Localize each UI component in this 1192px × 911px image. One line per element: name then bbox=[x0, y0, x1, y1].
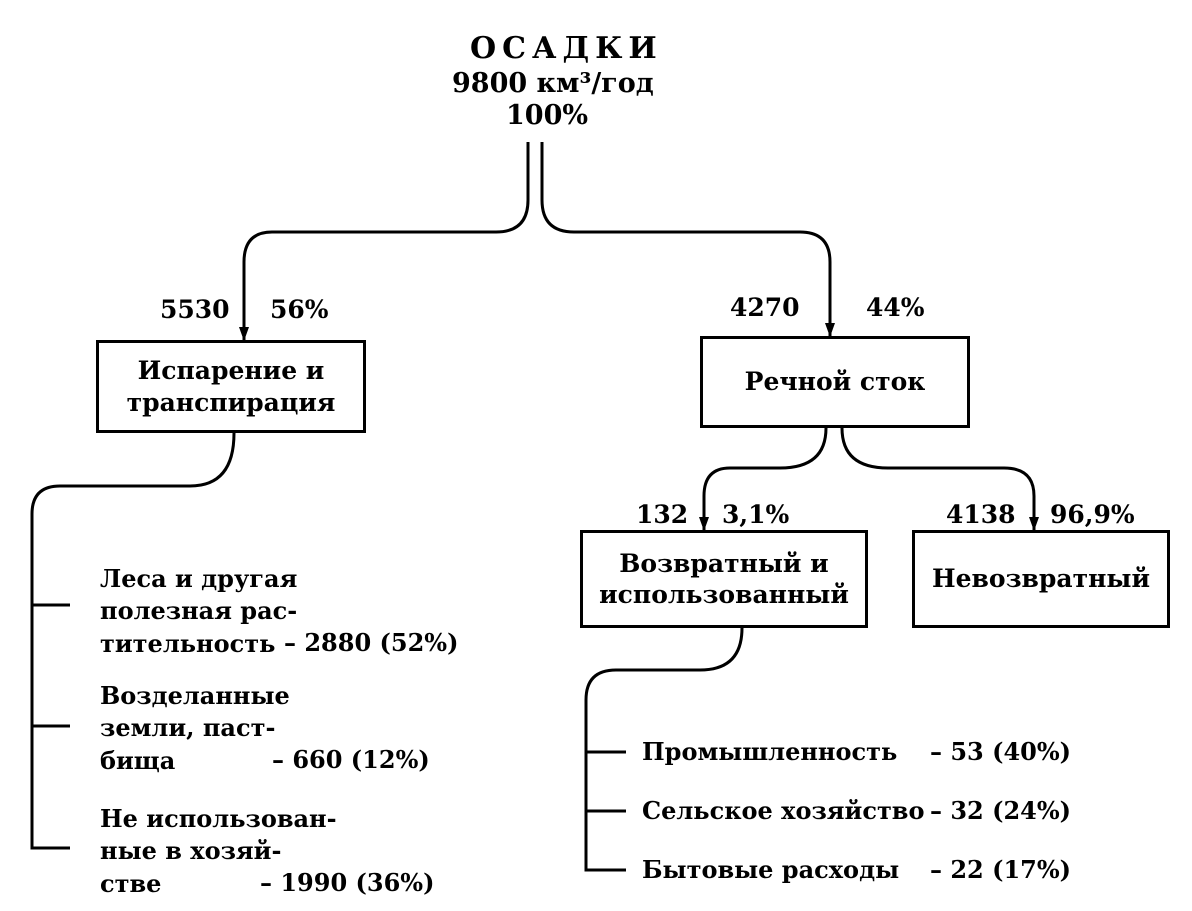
returned-item-agriculture: Сельское хозяйство bbox=[642, 799, 925, 823]
irretrievable-box: Невозвратный bbox=[912, 530, 1170, 628]
item-line: Леса и другая bbox=[100, 564, 298, 593]
item-label: Промышленность bbox=[642, 737, 898, 766]
returned-item-industry: Промышленность bbox=[642, 740, 897, 764]
evaporation-box: Испарение и транспирация bbox=[96, 340, 366, 433]
item-value: – 660 (12%) bbox=[272, 745, 430, 774]
returned-item-industry-value: – 53 (40%) bbox=[930, 737, 1072, 766]
root-percent: 100% bbox=[506, 100, 589, 131]
item-line: полезная рас- bbox=[100, 596, 298, 626]
returned-item-agriculture-value: – 32 (24%) bbox=[930, 796, 1072, 825]
item-line: ные в хозяй- bbox=[100, 836, 282, 866]
runoff-percent: 44% bbox=[866, 293, 925, 322]
item-line: земли, паст- bbox=[100, 713, 276, 743]
item-value: – 2880 (52%) bbox=[284, 628, 459, 657]
evaporation-tree-line bbox=[30, 432, 236, 850]
returned-tree-line bbox=[584, 627, 744, 872]
returned-item-household-value: – 22 (17%) bbox=[930, 855, 1072, 884]
root-amount: 9800 км³/год bbox=[452, 68, 654, 99]
evaporation-label-line1: Испарение и bbox=[137, 356, 325, 386]
item-line: Не использован- bbox=[100, 804, 337, 833]
runoff-label: Речной сток bbox=[744, 367, 926, 397]
item-label: Сельское хозяйство bbox=[642, 796, 925, 825]
returned-box: Возвратный и использованный bbox=[580, 530, 868, 628]
arrow-to-returned bbox=[699, 427, 828, 531]
returned-label-line2: использованный bbox=[599, 580, 849, 609]
arrow-to-runoff bbox=[540, 142, 835, 337]
evaporation-label-line2: транспирация bbox=[126, 387, 336, 417]
returned-amount: 132 bbox=[636, 500, 689, 529]
returned-item-household: Бытовые расходы bbox=[642, 858, 899, 882]
evaporation-percent: 56% bbox=[270, 295, 329, 324]
arrow-to-irretrievable bbox=[840, 427, 1039, 531]
item-line: тительность bbox=[100, 628, 276, 658]
runoff-amount: 4270 bbox=[730, 293, 800, 322]
evaporation-item-cultivated: Возделанные земли, паст- бища – 660 (12%… bbox=[100, 680, 480, 780]
irretrievable-amount: 4138 bbox=[946, 500, 1016, 529]
root-title: ОСАДКИ bbox=[470, 31, 663, 66]
evaporation-amount: 5530 bbox=[160, 295, 230, 324]
item-value: – 1990 (36%) bbox=[260, 868, 435, 897]
item-line: стве bbox=[100, 868, 162, 898]
item-line: Возделанные bbox=[100, 681, 290, 710]
evaporation-item-forests: Леса и другая полезная рас- тительность … bbox=[100, 563, 480, 663]
returned-label-line1: Возвратный и bbox=[619, 548, 829, 578]
irretrievable-label: Невозвратный bbox=[932, 564, 1150, 594]
runoff-box: Речной сток bbox=[700, 336, 970, 428]
arrow-to-evaporation bbox=[239, 142, 530, 341]
evaporation-item-unused: Не использован- ные в хозяй- стве – 1990… bbox=[100, 803, 480, 903]
item-label: Бытовые расходы bbox=[642, 855, 900, 884]
item-line: бища bbox=[100, 745, 176, 775]
irretrievable-percent: 96,9% bbox=[1050, 500, 1135, 529]
returned-percent: 3,1% bbox=[722, 500, 790, 529]
